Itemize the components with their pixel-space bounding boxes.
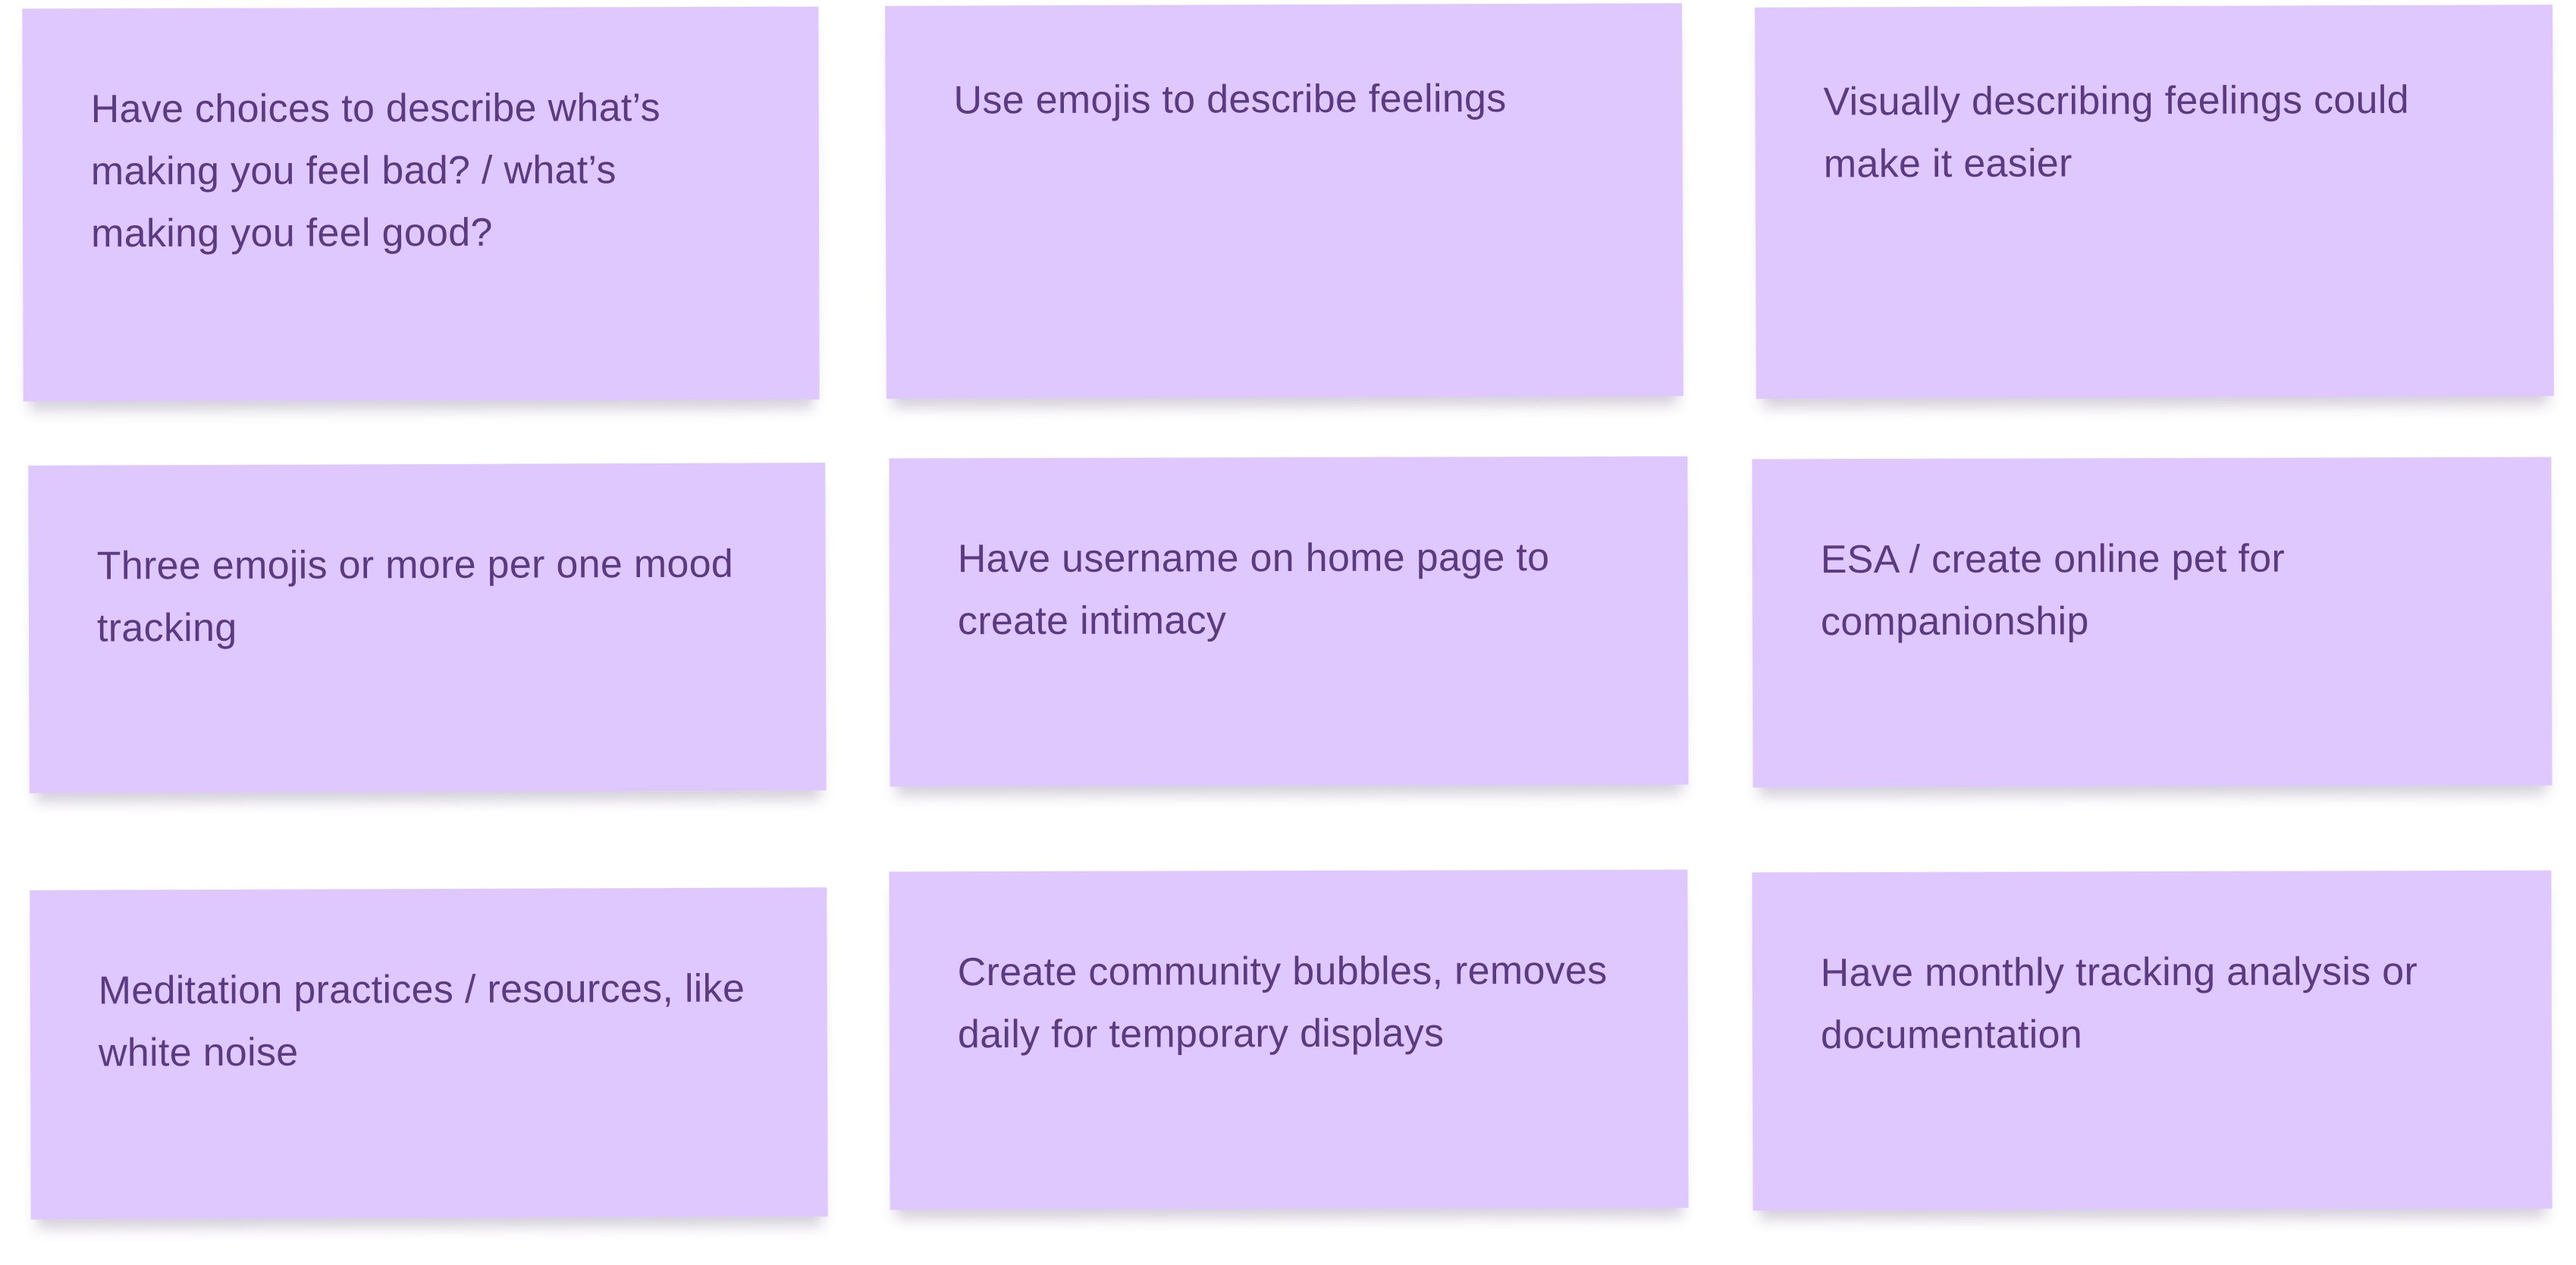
sticky-note-text: Have monthly tracking analysis or docume… <box>1820 950 2418 1058</box>
sticky-note-text: Have choices to describe what’s making y… <box>90 86 660 256</box>
sticky-note[interactable]: Visually describing feelings could make … <box>1755 5 2554 399</box>
sticky-note[interactable]: ESA / create online pet for companionshi… <box>1752 457 2552 788</box>
sticky-note-text: Use emojis to describe feelings <box>953 76 1507 123</box>
sticky-note-text: Create community bubbles, removes daily … <box>957 948 1608 1057</box>
sticky-note-text: Meditation practices / resources, like w… <box>98 966 745 1075</box>
sticky-note-text: Three emojis or more per one mood tracki… <box>96 541 734 651</box>
sticky-note-text: Have username on home page to create int… <box>957 535 1550 644</box>
sticky-note[interactable]: Create community bubbles, removes daily … <box>889 869 1689 1210</box>
sticky-note[interactable]: Meditation practices / resources, like w… <box>30 887 828 1219</box>
sticky-note[interactable]: Have username on home page to create int… <box>889 456 1689 787</box>
sticky-note-text: ESA / create online pet for companionshi… <box>1820 536 2286 645</box>
sticky-note[interactable]: Have monthly tracking analysis or docume… <box>1752 870 2552 1211</box>
sticky-note[interactable]: Three emojis or more per one mood tracki… <box>28 463 827 793</box>
sticky-note[interactable]: Use emojis to describe feelings <box>885 3 1683 399</box>
sticky-note[interactable]: Have choices to describe what’s making y… <box>22 6 820 402</box>
sticky-note-text: Visually describing feelings could make … <box>1823 77 2409 187</box>
